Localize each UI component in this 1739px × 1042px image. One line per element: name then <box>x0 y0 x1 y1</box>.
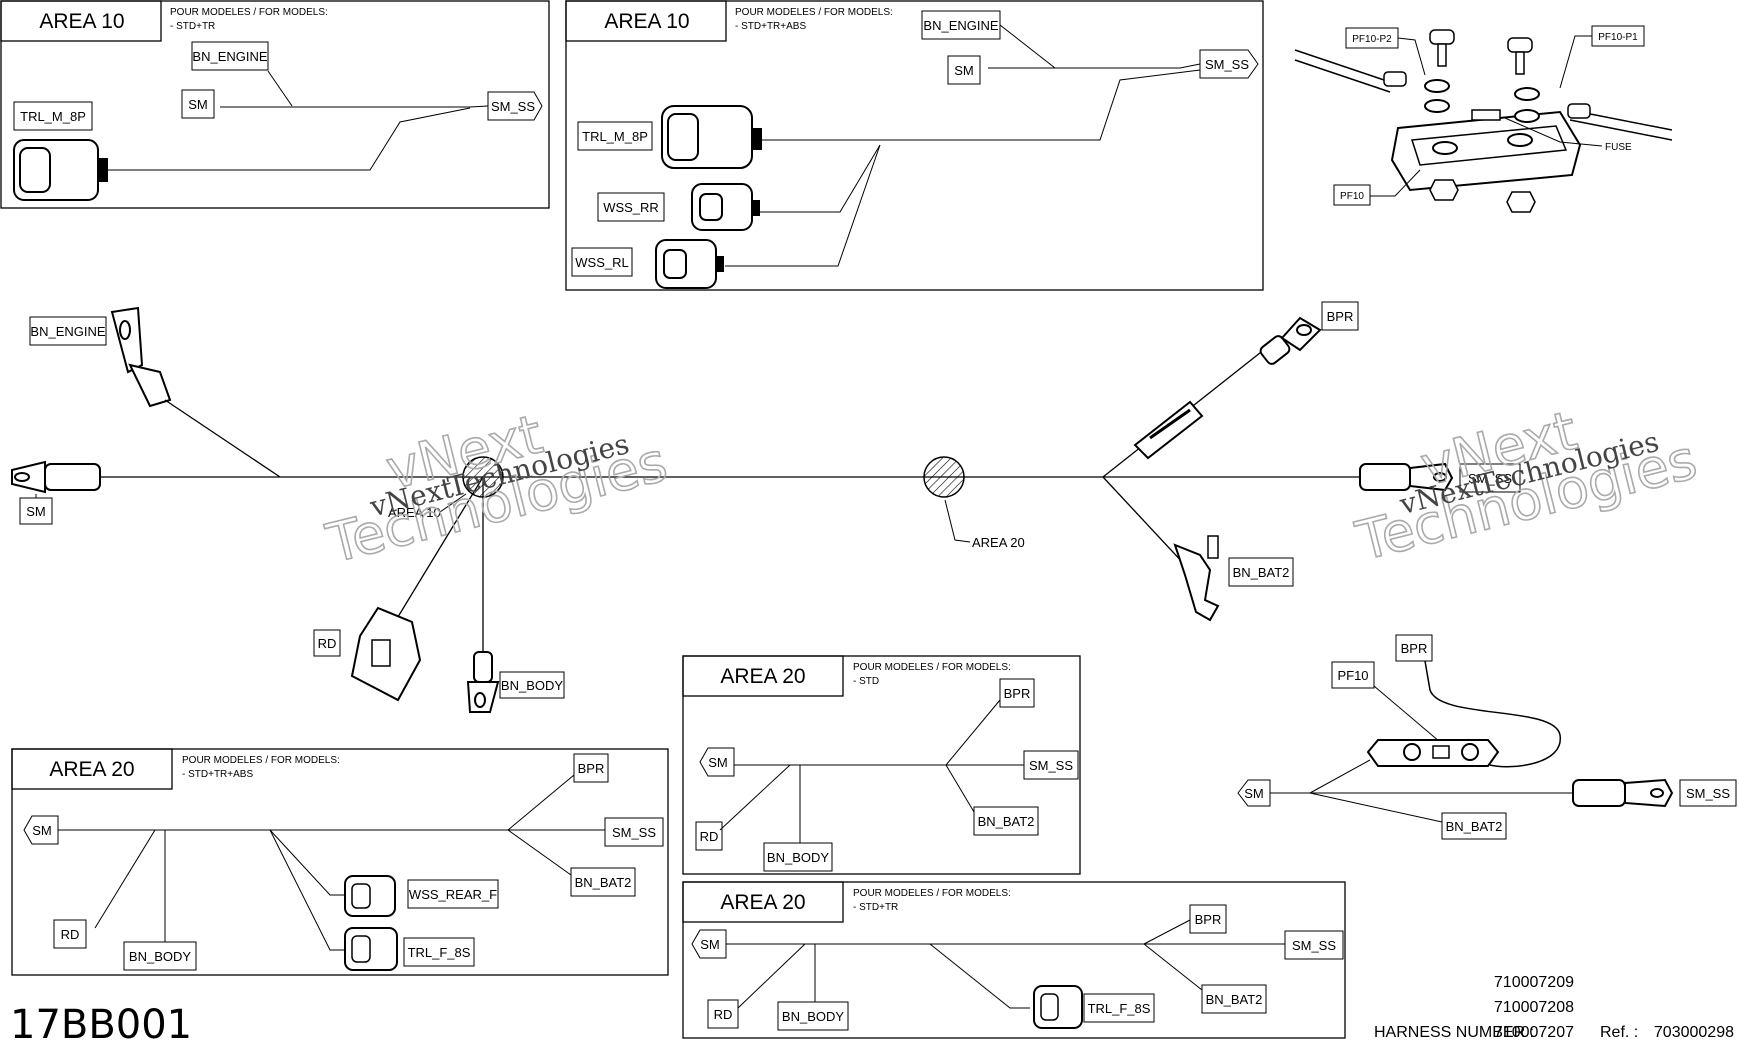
tag-pf10: PF10 <box>1337 668 1368 683</box>
trl-m-8p-connector-icon <box>13 139 108 201</box>
bn-body-ring-terminal-icon <box>466 651 500 713</box>
tag-bpr: BPR <box>1327 309 1354 324</box>
tag-bpr: BPR <box>578 761 605 776</box>
main-harness: SM BN_ENGINE AREA 10 RD BN_BO <box>11 301 1521 713</box>
harness-number-3: 710007207 <box>1494 1024 1574 1041</box>
tag-bn-engine: BN_ENGINE <box>192 49 267 64</box>
wss-rl-connector-icon <box>655 239 724 289</box>
bn-engine-ring-terminal-icon <box>110 306 172 408</box>
area-title: AREA 10 <box>604 10 689 33</box>
area20-std-tr-abs-box: AREA 20 POUR MODELES / FOR MODELS: - STD… <box>11 748 669 976</box>
tag-sm-ss: SM_SS <box>1029 758 1073 773</box>
fuse-holder-assembly: BPR PF10 SM SM_SS BN_BAT2 <box>1237 634 1737 840</box>
models-heading: POUR MODELES / FOR MODELS: <box>170 7 328 18</box>
tag-bn-bat2: BN_BAT2 <box>978 814 1035 829</box>
label-area20: AREA 20 <box>972 535 1025 550</box>
models-heading: POUR MODELES / FOR MODELS: <box>735 7 893 18</box>
diagram-code: 17BB001 <box>10 1002 192 1042</box>
tag-bpr: BPR <box>1401 641 1428 656</box>
area-title: AREA 20 <box>720 891 805 914</box>
tag-rd: RD <box>700 829 719 844</box>
tag-trl-f-8s: TRL_F_8S <box>408 945 471 960</box>
inline-fuse-holder-icon <box>1133 400 1204 460</box>
harness-number-1: 710007209 <box>1494 974 1574 991</box>
area10-std-tr-box: AREA 10 POUR MODELES / FOR MODELS: - STD… <box>0 0 550 209</box>
area20-junction <box>923 456 965 498</box>
harness-number-label: HARNESS NUMBER : <box>1374 1024 1534 1041</box>
tag-trl-m-8p: TRL_M_8P <box>20 109 86 124</box>
tag-sm: SM <box>708 755 728 770</box>
tag-bn-bat2: BN_BAT2 <box>1446 819 1503 834</box>
tag-bpr: BPR <box>1195 912 1222 927</box>
tag-wss-rl: WSS_RL <box>575 255 628 270</box>
tag-bn-engine: BN_ENGINE <box>30 324 105 339</box>
tag-sm-ss: SM_SS <box>1468 471 1512 486</box>
tag-sm-ss: SM_SS <box>612 825 656 840</box>
trl-f-8s-connector-icon <box>1033 985 1083 1029</box>
tag-sm: SM <box>26 504 46 519</box>
tag-sm: SM <box>954 63 974 78</box>
area20-std-box: AREA 20 POUR MODELES / FOR MODELS: - STD… <box>682 655 1081 875</box>
tag-sm-ss: SM_SS <box>491 99 535 114</box>
bpr-ring-terminal-icon <box>1259 316 1322 365</box>
tag-bn-bat2: BN_BAT2 <box>575 875 632 890</box>
tag-pf10-p2: PF10-P2 <box>1352 34 1392 45</box>
tag-bn-body: BN_BODY <box>129 949 191 964</box>
wss-rr-connector-icon <box>691 183 760 231</box>
trl-f-8s-connector-icon <box>344 927 398 971</box>
tag-trl-f-8s: TRL_F_8S <box>1088 1001 1151 1016</box>
models-list: - STD+TR+ABS <box>182 769 253 780</box>
label-fuse: FUSE <box>1605 142 1632 153</box>
tag-sm: SM <box>32 823 52 838</box>
tag-sm: SM <box>1244 786 1264 801</box>
rd-connector-icon <box>350 606 422 702</box>
tag-rd: RD <box>318 636 337 651</box>
tag-bpr: BPR <box>1004 686 1031 701</box>
area-title: AREA 20 <box>49 758 134 781</box>
watermark-left: vNext Technologies vNext Technologies <box>319 402 673 577</box>
tag-sm-ss: SM_SS <box>1205 57 1249 72</box>
tag-pf10: PF10 <box>1340 191 1364 202</box>
tag-pf10-p1: PF10-P1 <box>1598 32 1638 43</box>
models-list: - STD+TR+ABS <box>735 21 806 32</box>
tag-wss-rr: WSS_RR <box>603 200 659 215</box>
fuse-holder-exploded-view: PF10-P2 PF10-P1 FUSE PF10 <box>1294 25 1673 213</box>
tag-bn-body: BN_BODY <box>782 1009 844 1024</box>
tag-bn-bat2: BN_BAT2 <box>1233 565 1290 580</box>
label-area10: AREA 10 <box>388 505 441 520</box>
wss-rear-f-connector-icon <box>344 875 396 917</box>
tag-sm-ss: SM_SS <box>1292 938 1336 953</box>
ref-label: Ref. : <box>1600 1024 1638 1041</box>
area-title: AREA 20 <box>720 665 805 688</box>
tag-sm-ss: SM_SS <box>1686 786 1730 801</box>
ref-number: 703000298 <box>1654 1024 1734 1041</box>
tag-trl-m-8p: TRL_M_8P <box>582 129 648 144</box>
area10-std-tr-abs-box: AREA 10 POUR MODELES / FOR MODELS: - STD… <box>565 0 1264 291</box>
tag-rd: RD <box>61 927 80 942</box>
area20-std-tr-box: AREA 20 POUR MODELES / FOR MODELS: - STD… <box>682 881 1346 1039</box>
tag-bn-body: BN_BODY <box>501 678 563 693</box>
tag-sm: SM <box>700 937 720 952</box>
models-list: - STD+TR <box>853 902 898 913</box>
tag-sm: SM <box>188 97 208 112</box>
tag-wss-rear-f: WSS_REAR_F <box>409 887 497 902</box>
tag-rd: RD <box>714 1007 733 1022</box>
area-title: AREA 10 <box>39 10 124 33</box>
models-heading: POUR MODELES / FOR MODELS: <box>853 888 1011 899</box>
models-list: - STD <box>853 676 879 687</box>
models-heading: POUR MODELES / FOR MODELS: <box>182 755 340 766</box>
sm-ring-terminal-icon <box>11 460 101 494</box>
models-heading: POUR MODELES / FOR MODELS: <box>853 662 1011 673</box>
tag-bn-bat2: BN_BAT2 <box>1206 992 1263 1007</box>
bn-bat2-terminal-icon <box>1173 535 1220 622</box>
trl-m-8p-connector-icon <box>661 105 762 169</box>
tag-bn-engine: BN_ENGINE <box>923 18 998 33</box>
tag-bn-body: BN_BODY <box>767 850 829 865</box>
sm-ss-ring-terminal-icon <box>1359 462 1454 492</box>
harness-number-2: 710007208 <box>1494 999 1574 1016</box>
models-list: - STD+TR <box>170 21 215 32</box>
